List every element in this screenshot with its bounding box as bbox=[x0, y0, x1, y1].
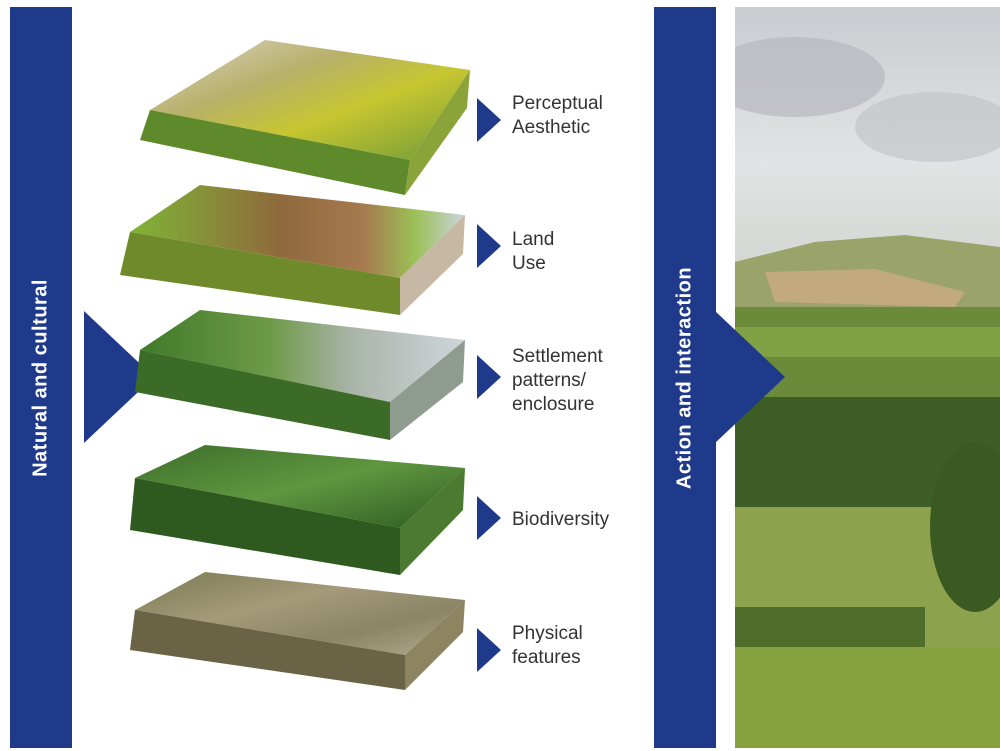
layer-physical-features bbox=[130, 572, 465, 690]
label-biodiversity: Biodiversity bbox=[512, 509, 610, 530]
natural-and-cultural-label: Natural and cultural bbox=[29, 278, 52, 477]
action-and-interaction-bar: Action and interaction bbox=[654, 7, 716, 748]
action-and-interaction-label: Action and interaction bbox=[673, 266, 696, 489]
label-physical-features: Physical features bbox=[512, 623, 583, 668]
layer-perceptual-aesthetic bbox=[140, 40, 470, 195]
landscape-photo bbox=[735, 7, 1000, 748]
layer-settlement bbox=[135, 310, 465, 440]
arrow-perceptual-icon bbox=[477, 98, 501, 142]
layer-stack-illustration bbox=[120, 40, 470, 690]
label-land-use: Land Use bbox=[512, 229, 555, 274]
right-big-arrow-icon bbox=[715, 311, 785, 443]
natural-and-cultural-bar: Natural and cultural bbox=[10, 7, 72, 748]
label-perceptual-aesthetic: Perceptual Aesthetic bbox=[512, 93, 603, 138]
arrow-land-use-icon bbox=[477, 224, 501, 268]
arrow-settlement-icon bbox=[477, 355, 501, 399]
layer-biodiversity bbox=[130, 445, 465, 575]
layer-land-use bbox=[120, 185, 465, 315]
label-settlement: Settlement patterns/ enclosure bbox=[512, 346, 603, 415]
arrow-physical-icon bbox=[477, 628, 501, 672]
arrow-biodiversity-icon bbox=[477, 496, 501, 540]
